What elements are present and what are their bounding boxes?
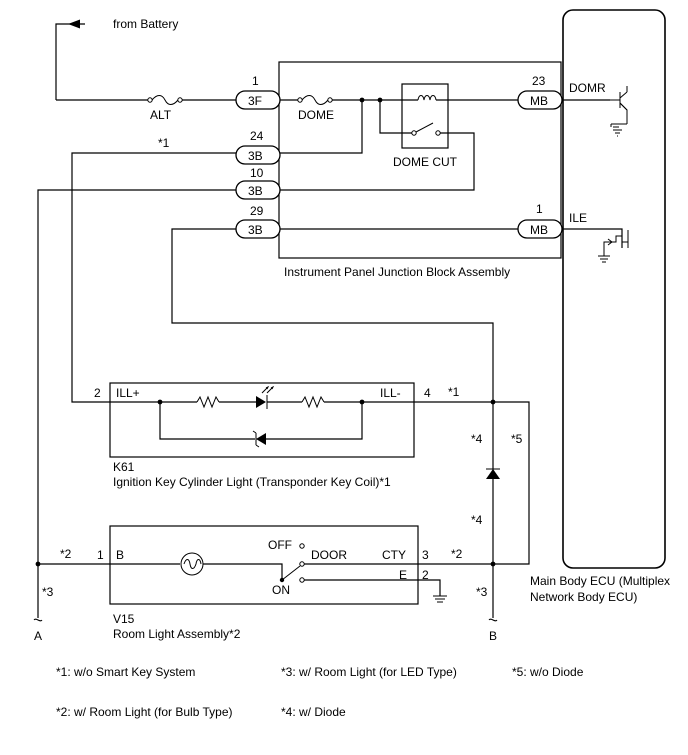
k61-resistor-2-icon xyxy=(301,395,325,409)
conn-3b24-pin: 24 xyxy=(250,129,264,143)
conn-mb23-code: MB xyxy=(530,94,548,108)
v15-code: V15 xyxy=(113,612,135,626)
dome-cut-relay-box xyxy=(401,83,449,149)
v15-term-b: B xyxy=(116,548,124,562)
dome-fuse-label: DOME xyxy=(298,108,334,122)
k61-resistor-1-icon xyxy=(196,395,220,409)
v15-pin-cty: 3 xyxy=(422,548,429,562)
v15-sw-door: DOOR xyxy=(311,548,347,562)
end-b-tilde xyxy=(488,618,498,622)
note-2: *2: w/ Room Light (for Bulb Type) xyxy=(56,705,233,719)
pin29-external-wire xyxy=(171,228,494,618)
v15-switch-blade xyxy=(281,565,301,581)
marker-2a: *2 xyxy=(60,547,72,561)
k61-right-dot xyxy=(490,399,496,405)
marker-4a: *4 xyxy=(471,432,483,446)
marker-4b: *4 xyxy=(471,513,483,527)
conn-3f-code: 3F xyxy=(248,94,262,108)
conn-mb1-code: MB xyxy=(530,223,548,237)
v15-bulb-wire-right xyxy=(203,563,283,578)
alt-fuse-label: ALT xyxy=(150,108,172,122)
v15-term-e: E xyxy=(399,568,407,582)
v15-sw-on: ON xyxy=(272,583,290,597)
k61-zener-icon xyxy=(252,430,266,448)
marker-1a: *1 xyxy=(158,136,170,150)
marker-1b: *1 xyxy=(448,385,460,399)
end-a-tilde xyxy=(33,618,43,622)
v15-pin-b: 1 xyxy=(97,548,104,562)
v15-contact-on xyxy=(299,577,305,583)
k61-name: Ignition Key Cylinder Light (Transponder… xyxy=(113,475,391,489)
relay-feed-wire xyxy=(379,100,412,134)
domr-transistor-icon xyxy=(610,86,628,124)
k61-led-icon xyxy=(256,385,275,409)
dome-cut-label: DOME CUT xyxy=(393,155,458,169)
k61-code: K61 xyxy=(113,460,135,474)
note-3: *3: w/ Room Light (for LED Type) xyxy=(281,665,457,679)
diode-icon xyxy=(486,468,500,479)
marker-2b: *2 xyxy=(451,547,463,561)
alt-fuse-icon xyxy=(147,95,183,105)
v15-name: Room Light Assembly*2 xyxy=(113,627,241,641)
k61-pin-left: 2 xyxy=(94,386,101,400)
marker-3a: *3 xyxy=(42,585,54,599)
conn-3b24-code: 3B xyxy=(248,149,263,163)
from-battery-label: from Battery xyxy=(113,17,178,31)
battery-wire xyxy=(55,23,85,100)
diode-lower-dot xyxy=(490,561,496,567)
relay-coil-icon xyxy=(417,95,437,101)
pin24-internal-wire xyxy=(280,100,363,154)
conn-mb1-pin: 1 xyxy=(536,202,543,216)
end-a-label: A xyxy=(34,629,42,643)
pin10-external-wire xyxy=(37,189,236,618)
conn-3b10-code: 3B xyxy=(248,184,263,198)
note-4: *4: w/ Diode xyxy=(281,705,346,719)
ile-label: ILE xyxy=(569,211,587,225)
k61-bottom-branch xyxy=(159,402,363,440)
k61-outline xyxy=(109,382,415,458)
domr-label: DOMR xyxy=(569,81,606,95)
conn-3b24 xyxy=(235,145,281,165)
k61-right-wire xyxy=(414,401,530,565)
ile-ground-icon xyxy=(598,255,610,263)
conn-3b29-pin: 29 xyxy=(250,204,264,218)
bulb-icon xyxy=(180,552,204,576)
junction-block-label: Instrument Panel Junction Block Assembly xyxy=(284,265,510,279)
ecu-outline xyxy=(562,9,666,569)
conn-3b29-code: 3B xyxy=(248,223,263,237)
pin24-external-wire xyxy=(71,152,236,403)
v15-ground-wire xyxy=(418,579,441,596)
conn-3f-pin: 1 xyxy=(252,74,259,88)
conn-mb23-pin: 23 xyxy=(532,74,546,88)
dome-fuse-icon xyxy=(297,95,333,105)
v15-outline xyxy=(109,525,419,605)
note-1: *1: w/o Smart Key System xyxy=(56,665,195,679)
ecu-label-line1: Main Body ECU (Multiplex xyxy=(530,574,670,588)
domr-ground-icon xyxy=(610,123,627,137)
v15-contact-off xyxy=(299,543,305,549)
v15-pin-e: 2 xyxy=(422,568,429,582)
marker-3b: *3 xyxy=(476,585,488,599)
ile-wire xyxy=(562,228,623,248)
ile-fet-icon xyxy=(603,230,629,256)
conn-3b10-pin: 10 xyxy=(250,166,264,180)
v15-contact-door xyxy=(299,561,305,567)
k61-pin-right: 4 xyxy=(424,386,431,400)
k61-term-left: ILL+ xyxy=(116,386,140,400)
battery-arrow-icon xyxy=(68,19,80,29)
v15-ground-icon xyxy=(433,595,447,603)
ecu-label-line2: Network Body ECU) xyxy=(530,590,637,604)
end-b-label: B xyxy=(489,629,497,643)
k61-term-right: ILL- xyxy=(380,386,401,400)
v15-term-cty: CTY xyxy=(382,548,406,562)
v15-sw-off: OFF xyxy=(268,538,292,552)
v15-left-dot xyxy=(35,561,41,567)
relay-out-wire xyxy=(280,132,475,191)
relay-switch-icon xyxy=(411,122,441,136)
note-5: *5: w/o Diode xyxy=(512,665,584,679)
marker-5: *5 xyxy=(511,432,523,446)
